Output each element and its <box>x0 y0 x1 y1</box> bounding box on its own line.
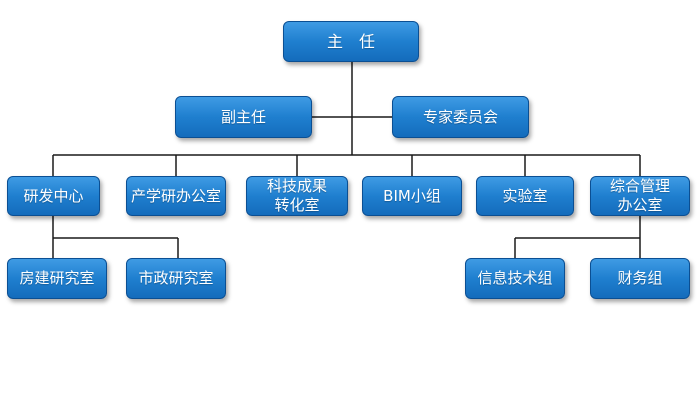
bim-group-node: BIM小组 <box>362 176 462 216</box>
director-node: 主 任 <box>283 21 419 62</box>
tech-transfer-office-node: 科技成果 转化室 <box>246 176 348 216</box>
general-office-node: 综合管理 办公室 <box>590 176 690 216</box>
finance-group-node: 财务组 <box>590 258 690 299</box>
laboratory-node: 实验室 <box>476 176 574 216</box>
deputy-director-node: 副主任 <box>175 96 312 138</box>
expert-committee-node: 专家委员会 <box>392 96 529 138</box>
industry-research-office-node: 产学研办公室 <box>126 176 226 216</box>
housing-research-office-node: 房建研究室 <box>7 258 107 299</box>
rd-center-node: 研发中心 <box>7 176 100 216</box>
it-group-node: 信息技术组 <box>465 258 565 299</box>
municipal-research-office-node: 市政研究室 <box>126 258 226 299</box>
